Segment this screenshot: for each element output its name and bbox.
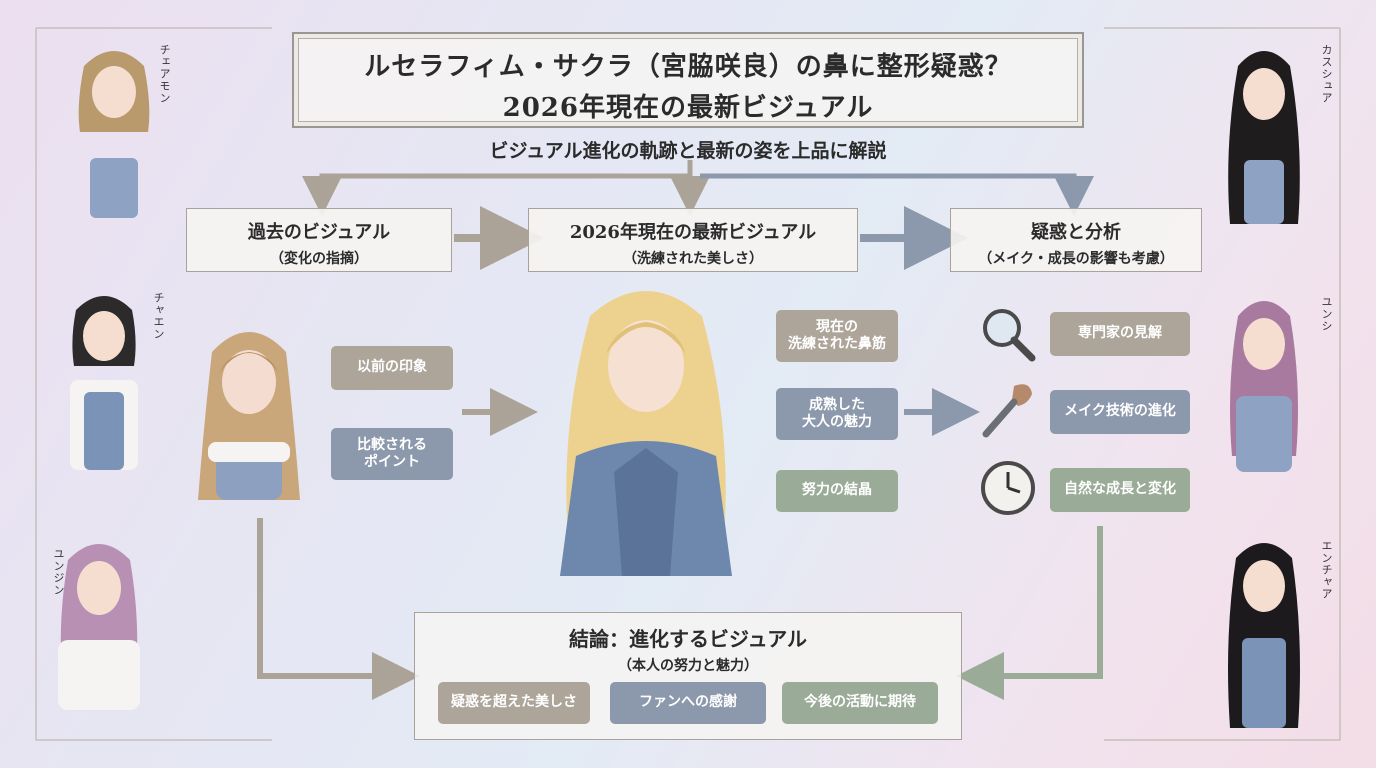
member-portrait [1228, 543, 1300, 728]
past-point-comparison: 比較される ポイント [331, 428, 453, 480]
stage-current: 2026年現在の最新ビジュアル （洗練された美しさ） [528, 208, 858, 272]
stage-past: 過去のビジュアル （変化の指摘） [186, 208, 452, 272]
conclusion-tag-future: 今後の活動に期待 [782, 682, 938, 724]
title-box: ルセラフィム・サクラ（宮脇咲良）の鼻に整形疑惑？ 2026年現在の最新ビジュアル [292, 32, 1084, 128]
stage-sub: （変化の指摘） [270, 251, 368, 267]
title-line-2: 2026年現在の最新ビジュアル [502, 93, 874, 123]
member-name: ユンジン [52, 548, 65, 596]
member-portrait [78, 51, 150, 218]
stage-analysis: 疑惑と分析 （メイク・成長の影響も考慮） [950, 208, 1202, 272]
stage-sub: （メイク・成長の影響も考慮） [978, 251, 1174, 267]
stage-label: 過去のビジュアル [247, 222, 391, 243]
subtitle: ビジュアル進化の軌跡と最新の姿を上品に解説 [489, 140, 887, 162]
member-name: チャエン [152, 292, 165, 340]
current-point-nose: 現在の 洗練された鼻筋 [776, 310, 898, 362]
analysis-point-growth: 自然な成長と変化 [1050, 468, 1190, 512]
member-portrait [58, 544, 140, 710]
current-point-effort: 努力の結晶 [776, 470, 898, 512]
conclusion-tag-beauty: 疑惑を超えた美しさ [438, 682, 590, 724]
past-visual-illustration [198, 332, 300, 500]
clock-icon [981, 461, 1035, 515]
current-point-maturity: 成熟した 大人の魅力 [776, 388, 898, 440]
stage-label: 疑惑と分析 [1031, 222, 1121, 243]
member-portrait [70, 296, 138, 470]
magnifier-icon [983, 309, 1036, 362]
stage-sub: （洗練された美しさ） [623, 251, 763, 267]
member-name: ユンシ [1320, 296, 1333, 332]
past-point-impression: 以前の印象 [331, 346, 453, 390]
stage-label: 2026年現在の最新ビジュアル [569, 222, 817, 243]
makeup-brush-icon [982, 384, 1032, 438]
current-visual-illustration [560, 291, 732, 576]
member-name: チェアモン [158, 44, 171, 104]
member-name: エンチャア [1320, 540, 1333, 600]
analysis-point-makeup: メイク技術の進化 [1050, 390, 1190, 434]
analysis-point-expert: 専門家の見解 [1050, 312, 1190, 356]
member-portrait [1230, 301, 1298, 472]
member-portrait [1228, 51, 1300, 224]
member-name: カスシュア [1320, 44, 1333, 104]
conclusion-sub: （本人の努力と魅力） [618, 658, 758, 674]
conclusion-tag-fans: ファンへの感謝 [610, 682, 766, 724]
title-line-1: ルセラフィム・サクラ（宮脇咲良）の鼻に整形疑惑？ [364, 52, 1012, 82]
conclusion-title: 結論：進化するビジュアル [569, 627, 807, 651]
